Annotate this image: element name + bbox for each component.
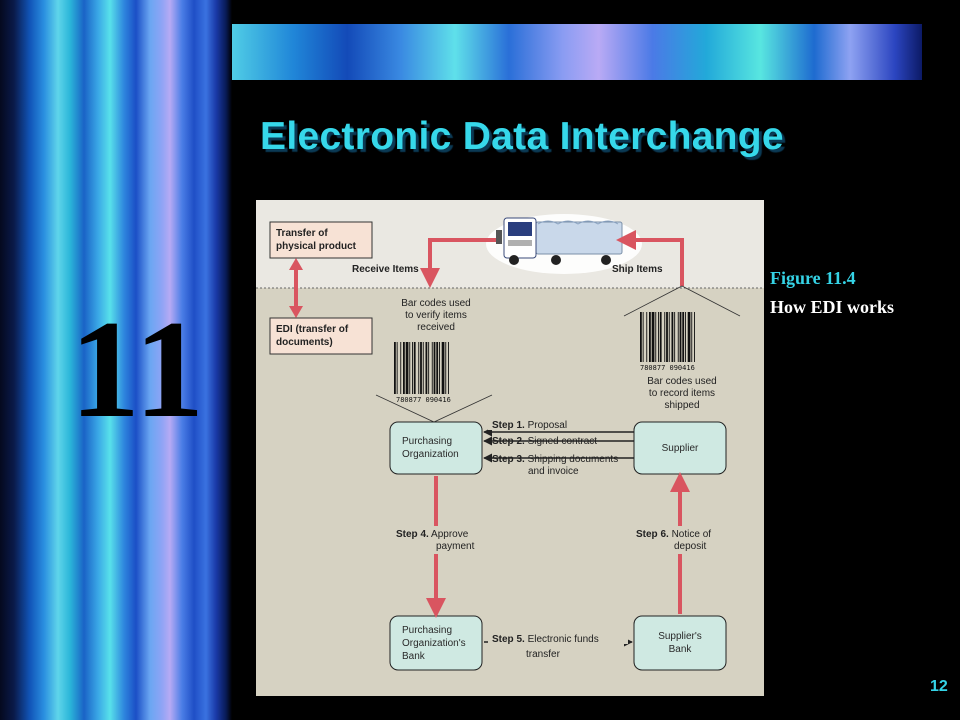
barcode-stripe (405, 342, 409, 394)
step5-label-line2: transfer (526, 649, 561, 660)
barcode-left-label-2: to verify items (405, 310, 467, 321)
barcode-stripe (394, 342, 396, 394)
truck-icon (496, 217, 623, 265)
purchasing-organization-box: Purchasing Organization (389, 421, 483, 475)
barcode-left-label-3: received (417, 322, 455, 333)
barcode-stripe (640, 312, 642, 362)
step2-label: Step 2. Signed contract (492, 436, 597, 447)
barcode-stripe (420, 342, 422, 394)
barcode-stripe (413, 342, 416, 394)
barcode-stripe (642, 312, 644, 362)
barcode-stripe (422, 342, 424, 394)
barcode-stripe (664, 312, 666, 362)
supplier-line1: Supplier (662, 443, 699, 454)
barcode-left-label-1: Bar codes used (401, 298, 471, 309)
step3-label-line2: and invoice (528, 466, 579, 477)
purchasing-bank-line1: Purchasing (402, 625, 452, 636)
barcode-stripe (409, 342, 411, 394)
legend-physical-line1: Transfer of (276, 228, 328, 239)
step3-label: Step 3. Shipping documents (492, 454, 618, 465)
left-gradient-band (0, 0, 232, 720)
chapter-number: 11 (70, 292, 207, 447)
ship-items-arrow (616, 230, 684, 286)
figure-number: Figure 11.4 (770, 268, 856, 288)
purchasing-bank-line2: Organization's (402, 638, 466, 649)
step5-label: Step 5. Electronic funds (492, 634, 599, 645)
step4-label: Step 4. Approve (396, 529, 469, 540)
barcode-stripe (400, 342, 402, 394)
edi-diagram: Transfer of physical product EDI (transf… (256, 200, 764, 696)
receive-items-arrow (420, 238, 496, 288)
legend-edi-line2: documents) (276, 337, 333, 348)
barcode-stripe (658, 312, 659, 362)
barcode-right-icon (640, 312, 695, 362)
barcode-stripe (685, 312, 686, 362)
barcode-stripe (691, 312, 693, 362)
barcode-stripe (396, 342, 398, 394)
step6-label-bg (634, 526, 724, 554)
barcode-stripe (671, 312, 674, 362)
barcode-stripe (687, 312, 691, 362)
barcode-stripe (668, 312, 670, 362)
barcode-stripe (445, 342, 447, 394)
step1-label: Step 1. Proposal (492, 420, 567, 431)
supplier-bank-line1: Supplier's (658, 631, 702, 642)
barcode-stripe (418, 342, 420, 394)
barcode-stripe (674, 312, 676, 362)
step6-label-line2: deposit (674, 541, 706, 552)
barcode-stripe (677, 312, 679, 362)
barcode-stripe (425, 342, 428, 394)
barcode-right-label-2: to record items (649, 388, 715, 399)
legend-physical-line2: physical product (276, 241, 357, 252)
barcode-stripe (403, 342, 405, 394)
ship-items-label: Ship Items (612, 264, 663, 275)
barcode-stripe (659, 312, 662, 362)
barcode-stripe (448, 342, 449, 394)
barcode-right-digits: 780877 090416 (640, 364, 695, 372)
figure-caption: How EDI works (770, 297, 895, 317)
step6-label: Step 6. Notice of (636, 529, 711, 540)
step4-label-bg (394, 526, 480, 554)
barcode-stripe (655, 312, 657, 362)
barcode-stripe (694, 312, 695, 362)
barcode-stripe (682, 312, 685, 362)
legend-edi-line1: EDI (transfer of (276, 324, 349, 335)
barcode-right-label-1: Bar codes used (647, 376, 717, 387)
receive-items-label: Receive Items (352, 264, 419, 275)
barcode-stripe (679, 312, 682, 362)
legend-double-arrow (289, 258, 303, 318)
barcode-stripe (436, 342, 439, 394)
barcode-stripe (433, 342, 436, 394)
barcode-stripe (646, 312, 648, 362)
supplier-bank-box: Supplier's Bank (633, 615, 727, 671)
legend-edi-box: EDI (transfer of documents) (269, 317, 373, 355)
barcode-left-digits: 780877 090416 (396, 396, 451, 404)
barcode-stripe (431, 342, 433, 394)
barcode-right-label-3: shipped (664, 400, 699, 411)
supplier-bank-line2: Bank (669, 644, 693, 655)
step5-label-bg (488, 632, 628, 644)
barcode-stripe (651, 312, 655, 362)
barcode-stripe (428, 342, 430, 394)
page-number: 12 (930, 678, 948, 695)
barcode-stripe (666, 312, 668, 362)
slide-title: Electronic Data Interchange (260, 115, 784, 158)
step4-label-line2: payment (436, 541, 475, 552)
purchasing-bank-box: Purchasing Organization's Bank (389, 615, 483, 671)
legend-physical-box: Transfer of physical product (269, 221, 373, 259)
barcode-right-pointer (623, 285, 741, 317)
supplier-box: Supplier (633, 421, 727, 475)
barcode-stripe (649, 312, 651, 362)
barcode-left-icon (394, 342, 449, 394)
barcode-stripe (441, 342, 445, 394)
purchasing-bank-line3: Bank (402, 651, 426, 662)
purchasing-org-line2: Organization (402, 449, 459, 460)
purchasing-org-line1: Purchasing (402, 436, 452, 447)
barcode-stripe (439, 342, 440, 394)
step1-label-bg (488, 418, 630, 430)
barcode-stripe (412, 342, 413, 394)
